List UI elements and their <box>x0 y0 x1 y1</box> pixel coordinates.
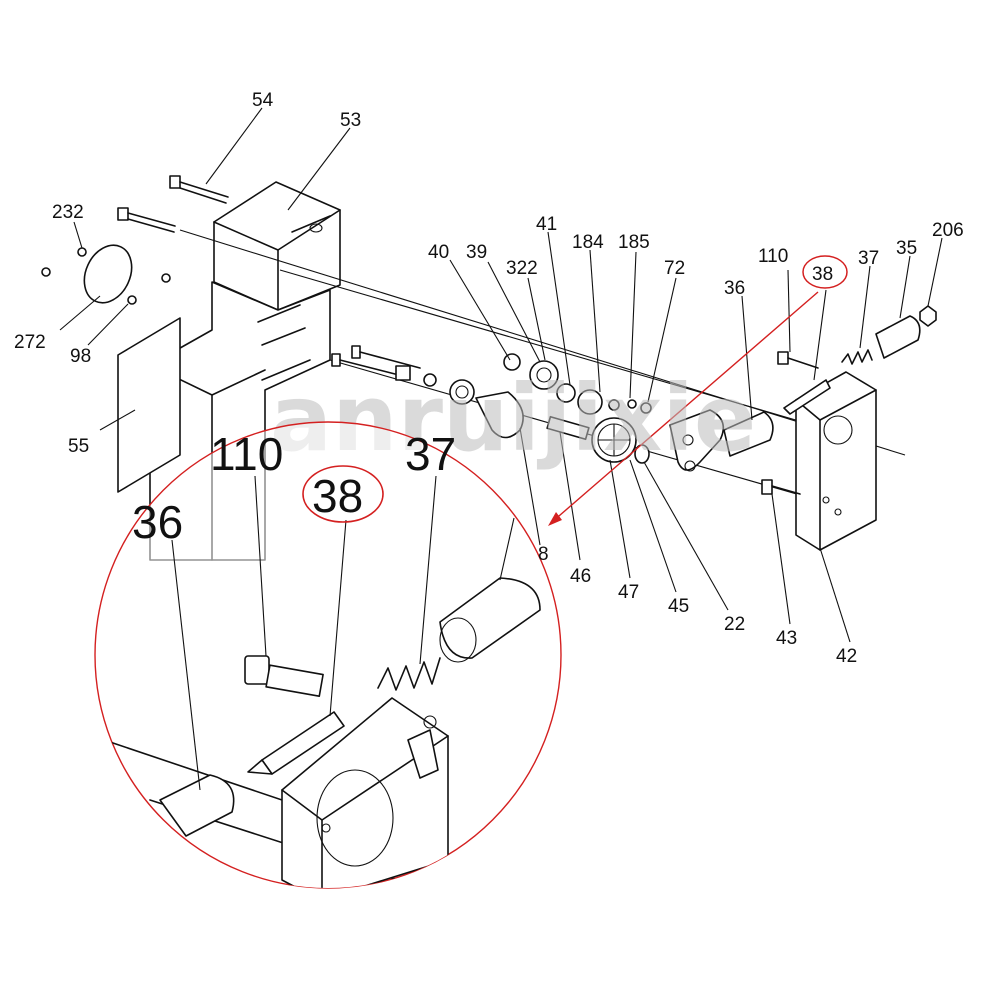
label-8: 8 <box>538 544 549 565</box>
right-end-housing <box>761 305 937 551</box>
screw-54 <box>169 175 229 204</box>
label-110: 110 <box>758 246 788 267</box>
highlight-ring-38 <box>802 255 848 289</box>
callout-arrow <box>548 255 848 526</box>
label-38: 38 <box>812 264 833 285</box>
label-41: 41 <box>536 214 557 235</box>
label-98: 98 <box>70 346 91 367</box>
zoom-label-110: 110 <box>210 428 283 480</box>
label-40: 40 <box>428 242 449 263</box>
label-22: 22 <box>724 614 745 635</box>
label-37: 37 <box>858 248 879 269</box>
label-322: 322 <box>506 258 538 279</box>
zoom-label-38: 38 <box>312 470 363 522</box>
label-72: 72 <box>664 258 685 279</box>
zoom-label-36: 36 <box>132 496 183 548</box>
screw-bolt-top <box>117 207 176 233</box>
label-42: 42 <box>836 646 857 667</box>
leader-lines <box>59 107 943 643</box>
label-54: 54 <box>252 90 274 111</box>
label-43: 43 <box>776 628 797 649</box>
zoom-highlight-ring-38 <box>302 465 384 523</box>
label-184: 184 <box>572 232 604 253</box>
label-45: 45 <box>668 596 689 617</box>
label-47: 47 <box>618 582 639 603</box>
shaft-parts <box>331 345 774 472</box>
label-55: 55 <box>68 436 89 457</box>
label-39: 39 <box>466 242 487 263</box>
label-272: 272 <box>14 332 46 353</box>
label-206: 206 <box>932 220 964 241</box>
part-labels: 54 53 232 272 98 55 40 39 322 41 184 185… <box>14 90 964 667</box>
zoom-label-37: 37 <box>405 428 456 480</box>
label-36: 36 <box>724 278 745 299</box>
label-53: 53 <box>340 110 361 131</box>
label-232: 232 <box>52 202 84 223</box>
label-46: 46 <box>570 566 591 587</box>
label-35: 35 <box>896 238 917 259</box>
label-185: 185 <box>618 232 650 253</box>
zoom-detail: 110 38 37 36 <box>94 421 562 889</box>
